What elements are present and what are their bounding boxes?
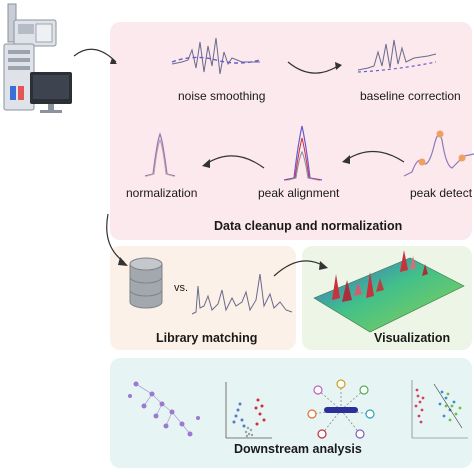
step-baseline-correction: baseline correction [360,89,461,103]
cleanup-panel [110,22,472,240]
library-vs-text: vs. [174,282,189,294]
section-title-visualization: Visualization [374,331,451,345]
step-peak-detect: peak detect [410,186,473,200]
arrow-library-to-visualization [273,260,328,277]
arrow-alignment-to-normalization [202,155,265,169]
database-icon [129,257,163,309]
section-title-library: Library matching [156,331,258,345]
section-title-downstream: Downstream analysis [234,442,362,456]
gc-ms-instrument-icon [3,3,57,111]
section-title-cleanup: Data cleanup and normalization [214,219,403,233]
step-peak-alignment: peak alignment [258,186,340,200]
hub-network-glyph [307,379,375,439]
arrow-detect-to-alignment [342,150,405,164]
peak-detect-glyph [403,130,474,177]
volcano-plot-glyph [225,382,272,439]
baseline-correction-glyph [357,39,437,73]
step-normalization: normalization [126,186,198,200]
arrow-noise-to-baseline [287,61,342,74]
network-tree-glyph [128,381,200,437]
library-spectrum-glyph [191,273,293,315]
noise-smoothing-glyph [171,37,261,75]
scatter-clusters-glyph [411,380,468,439]
peak-alignment-glyph [283,125,323,181]
arrow-to-cleanup [73,48,117,64]
step-noise-smoothing: noise smoothing [178,89,266,103]
computer-monitor-icon [30,72,72,113]
normalization-glyph [144,132,176,177]
arrow-cleanup-to-library [106,213,128,266]
visualization-3d-surface [313,250,465,333]
